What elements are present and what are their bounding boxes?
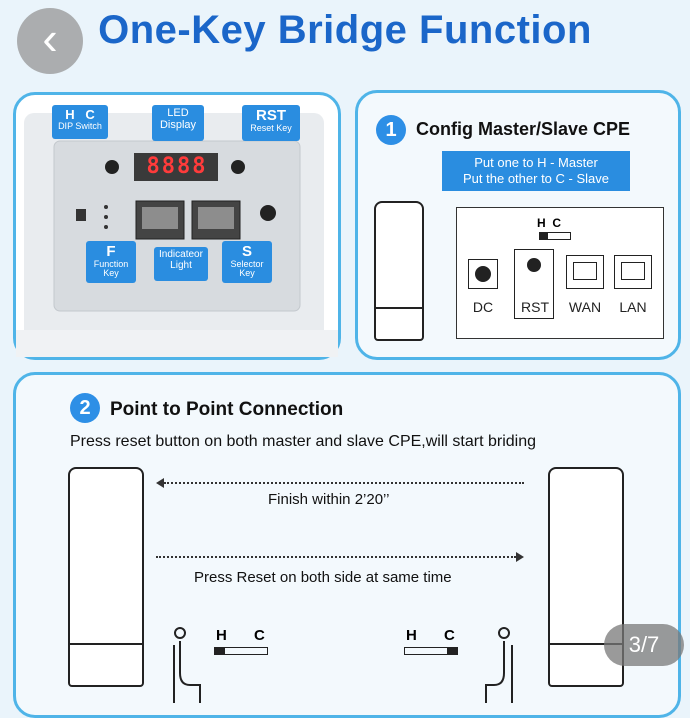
press-text: Press Reset on both side at same time: [194, 569, 452, 586]
lan-port: [614, 255, 652, 289]
dip-switch-label: H C DIP Switch: [52, 105, 108, 139]
step2-description: Press reset button on both master and sl…: [70, 433, 536, 450]
finish-arrow: [156, 477, 526, 489]
step2-title: Point to Point Connection: [110, 399, 344, 420]
step1-panel: 1 Config Master/Slave CPE Put one to H -…: [355, 90, 681, 360]
step1-cpe-device: [374, 201, 424, 341]
port-row: DC RST WAN LAN: [464, 249, 660, 335]
led-display: 8888: [146, 154, 208, 179]
step1-title: Config Master/Slave CPE: [416, 119, 631, 139]
indicator-light-label: Indicateor Light: [154, 247, 208, 281]
press-arrow: [156, 551, 526, 563]
step1-number: 1: [376, 115, 406, 145]
reset-key-label: RST Reset Key: [242, 105, 300, 141]
hand-press-icon-right: [485, 627, 513, 703]
left-switch: H C: [212, 627, 272, 657]
page-title: One-Key Bridge Function: [98, 8, 592, 52]
dc-port: [468, 259, 498, 289]
dc-label: DC: [472, 299, 494, 315]
device-panel: 8888 H C DIP Switch LED Display RST Rese…: [13, 92, 341, 360]
finish-text: Finish within 2’20’’: [268, 491, 390, 508]
step1-note: Put one to H - Master Put the other to C…: [442, 151, 630, 191]
image-pager: 3/7: [604, 624, 684, 666]
dip-switch: [539, 232, 571, 240]
step2-number: 2: [70, 393, 100, 423]
lan-label: LAN: [619, 299, 647, 315]
hand-press-icon-left: [173, 627, 201, 703]
dip-switch-text: H C: [537, 216, 561, 230]
right-switch: H C: [402, 627, 462, 657]
back-button[interactable]: ‹: [17, 8, 83, 74]
rst-port: [514, 249, 554, 319]
left-cpe-device: [68, 467, 144, 687]
rst-label: RST: [521, 299, 549, 315]
led-display-label: LED Display: [152, 105, 204, 141]
wan-port: [566, 255, 604, 289]
chevron-left-icon: ‹: [42, 12, 58, 64]
step2-panel: 2 Point to Point Connection Press reset …: [13, 372, 681, 718]
selector-key-label: S Selector Key: [222, 241, 272, 283]
wan-label: WAN: [568, 299, 602, 315]
function-key-label: F Function Key: [86, 241, 136, 283]
